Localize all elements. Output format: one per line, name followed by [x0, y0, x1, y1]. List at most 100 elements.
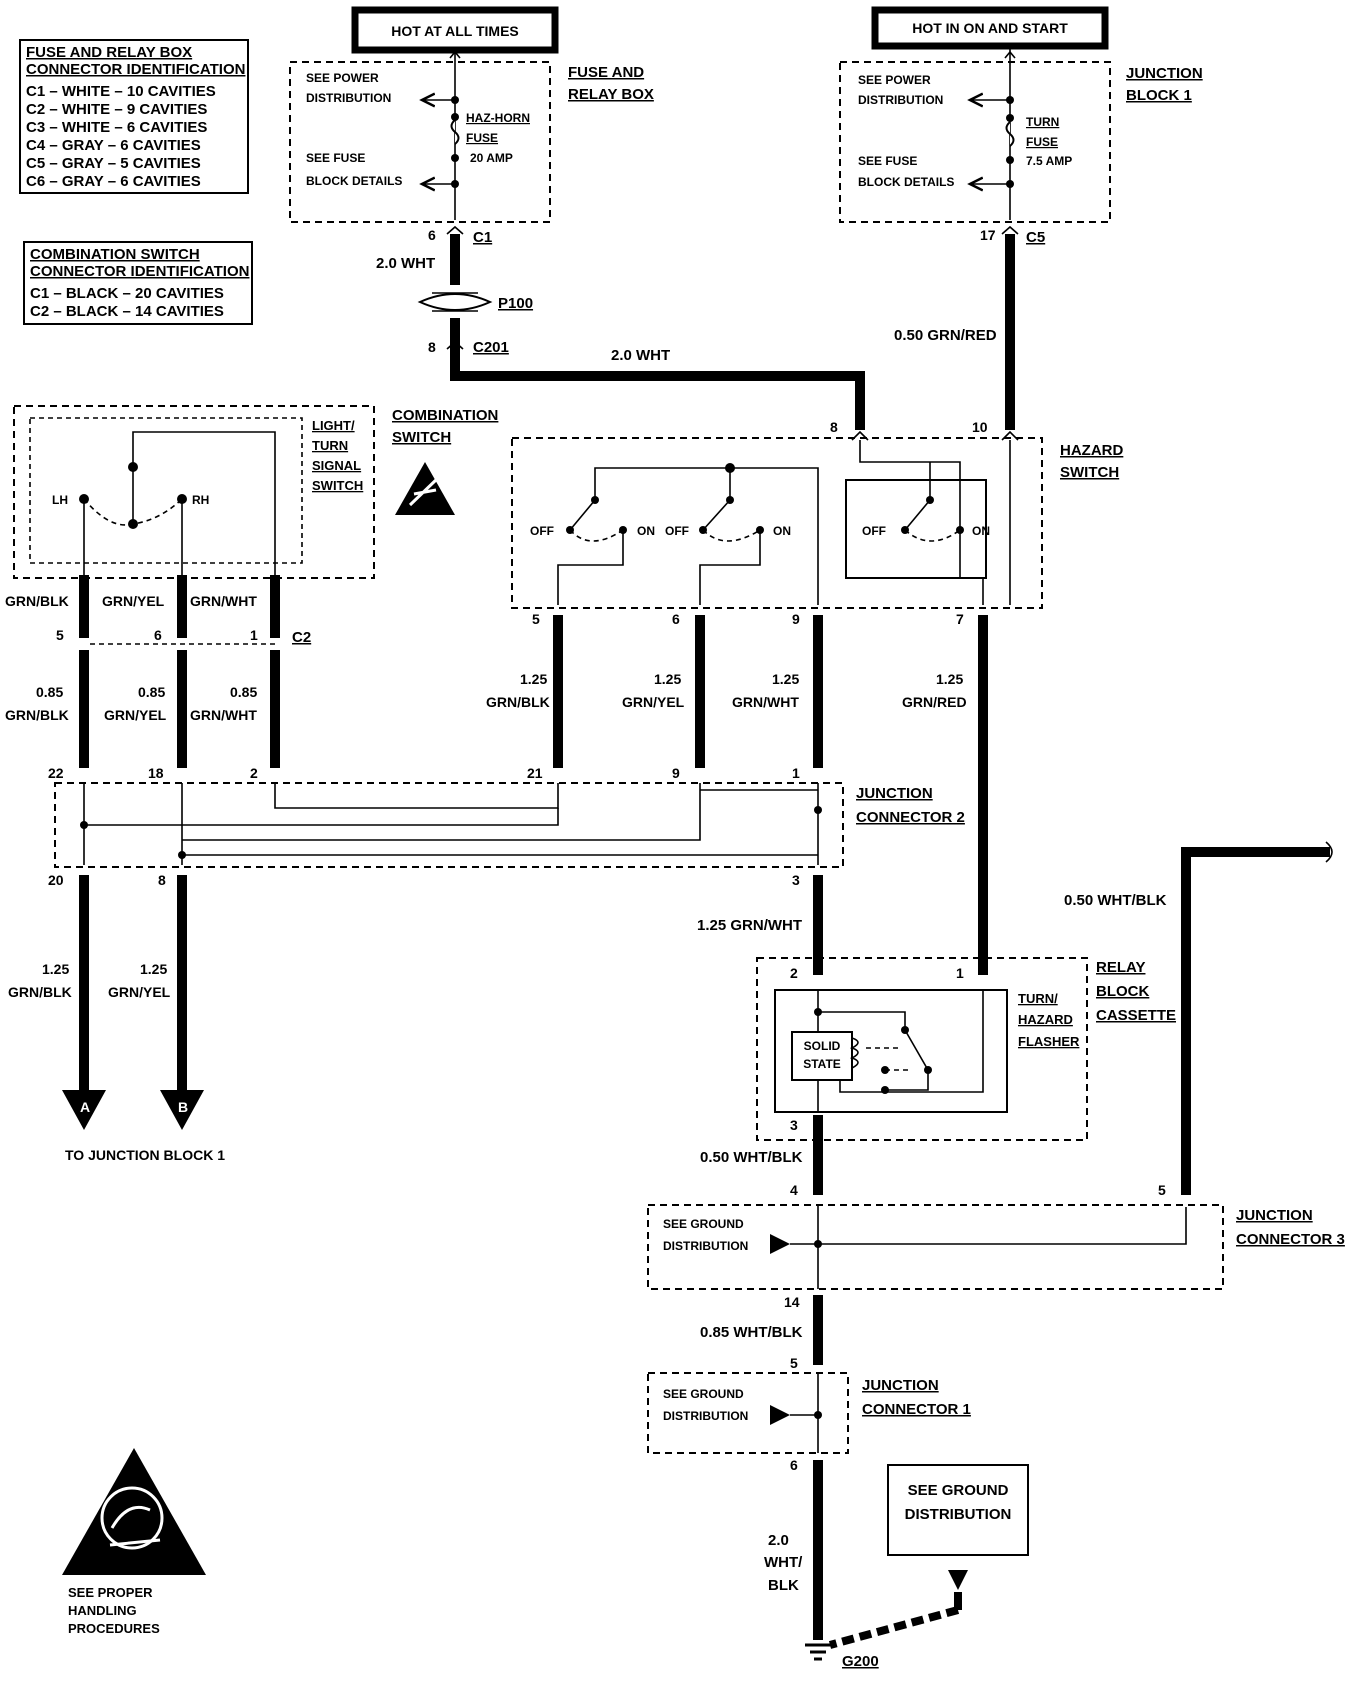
hazard-title: HAZARD — [1060, 442, 1123, 459]
jc3-title-2: CONNECTOR 3 — [1236, 1231, 1345, 1248]
jb1-see-fuse-2: BLOCK DETAILS — [858, 175, 954, 189]
jc3-pin: 5 — [1158, 1182, 1166, 1198]
relay-title: RELAY — [1096, 959, 1145, 976]
wire-label-relay-out: 0.50 WHT/BLK — [700, 1149, 803, 1166]
turn-text: TURN — [312, 438, 348, 453]
comb-color: GRN/WHT — [190, 707, 257, 723]
handling-text-2: HANDLING — [68, 1603, 137, 1618]
comb-title: COMBINATION — [392, 407, 498, 424]
haz-horn-fuse-label: HAZ-HORN — [466, 111, 530, 125]
hazard-pin-top: 10 — [972, 419, 988, 435]
off-label: OFF — [862, 524, 886, 538]
jc1-pin: 5 — [790, 1355, 798, 1371]
jb1-see-power-2: DISTRIBUTION — [858, 93, 943, 107]
comb-id-subtitle: CONNECTOR IDENTIFICATION — [30, 263, 249, 280]
wire-label-jc2-out: 1.25 GRN/WHT — [697, 917, 802, 934]
output-wires — [62, 875, 823, 1130]
solid-state-text-2: STATE — [803, 1057, 841, 1071]
jc2-pin-top: 22 — [48, 765, 64, 781]
jb1-see-fuse: SEE FUSE — [858, 154, 917, 168]
ground-box-text-2: DISTRIBUTION — [905, 1506, 1012, 1523]
handling-text: SEE PROPER — [68, 1585, 153, 1600]
hazard-color: GRN/YEL — [622, 694, 685, 710]
c1-pin: 6 — [428, 227, 436, 243]
see-power-text: SEE POWER — [306, 71, 379, 85]
hot-right-text: HOT IN ON AND START — [912, 20, 1068, 36]
jc1-title-2: CONNECTOR 1 — [862, 1401, 971, 1418]
comb-gauge: 0.85 — [138, 684, 165, 700]
output-gauge: 1.25 — [42, 961, 69, 977]
jc2-title-2: CONNECTOR 2 — [856, 809, 965, 826]
hazard-pin-bottom: 6 — [672, 611, 680, 627]
wire-label-ground-2: WHT/ — [764, 1554, 803, 1571]
junction-block-1: JUNCTION BLOCK 1 SEE POWER DISTRIBUTION … — [839, 46, 1203, 223]
rh-label: RH — [192, 493, 209, 507]
wire-label-jc3-out: 0.85 WHT/BLK — [700, 1324, 803, 1341]
jc2-pin-top: 9 — [672, 765, 680, 781]
handling-text-3: PROCEDURES — [68, 1621, 160, 1636]
jc2-pin-top: 18 — [148, 765, 164, 781]
jc3-pin: 4 — [790, 1182, 798, 1198]
fuse-relay-id-subtitle: CONNECTOR IDENTIFICATION — [26, 61, 245, 78]
relay-title-3: CASSETTE — [1096, 1007, 1176, 1024]
off-label: OFF — [530, 524, 554, 538]
turn-fuse-label: TURN — [1026, 115, 1059, 129]
wire-label-jc3-right: 0.50 WHT/BLK — [1064, 892, 1167, 909]
jc2-pin-top: 2 — [250, 765, 258, 781]
wire-label-ground: 2.0 — [768, 1532, 789, 1549]
output-color: GRN/YEL — [108, 984, 171, 1000]
c201-pin: 8 — [428, 339, 436, 355]
flasher-label: TURN/ — [1018, 991, 1058, 1006]
comb-wires — [79, 575, 280, 768]
fuse-and-relay-box: FUSE AND RELAY BOX SEE POWER DISTRIBUTIO… — [289, 50, 654, 223]
comb-id-row: C1 – BLACK – 20 CAVITIES — [30, 285, 224, 302]
fuse-relay-id-row: C3 – WHITE – 6 CAVITIES — [26, 119, 207, 136]
wire-2.0-wht — [450, 234, 865, 430]
hazard-gauge: 1.25 — [520, 671, 547, 687]
hazard-wires — [553, 615, 988, 975]
jb1-fuse-amp: 7.5 AMP — [1026, 154, 1072, 168]
p100-grommet: P100 — [417, 292, 533, 312]
comb-wire-top: GRN/BLK — [5, 593, 69, 609]
on-label: ON — [637, 524, 655, 538]
flasher-label-3: FLASHER — [1018, 1034, 1080, 1049]
c201-label: C201 — [473, 339, 509, 356]
hazard-gauge: 1.25 — [654, 671, 681, 687]
see-fuse-text: SEE FUSE — [306, 151, 365, 165]
hazard-pin-bottom: 9 — [792, 611, 800, 627]
esd-warning-icon — [395, 462, 455, 515]
hot-at-all-times-label: HOT AT ALL TIMES — [351, 6, 559, 54]
fuse-relay-id-row: C5 – GRAY – 5 CAVITIES — [26, 155, 201, 172]
jc3-see-ground: SEE GROUND — [663, 1217, 744, 1231]
comb-color: GRN/YEL — [104, 707, 167, 723]
fuse-relay-id-row: C2 – WHITE – 9 CAVITIES — [26, 101, 207, 118]
see-fuse-text-2: BLOCK DETAILS — [306, 174, 402, 188]
output-gauge: 1.25 — [140, 961, 167, 977]
hazard-pin-bottom: 7 — [956, 611, 964, 627]
hot-in-on-and-start-label: HOT IN ON AND START — [871, 6, 1109, 50]
hazard-color: GRN/BLK — [486, 694, 550, 710]
jb1-see-power: SEE POWER — [858, 73, 931, 87]
c5-pin: 17 — [980, 227, 996, 243]
comb-wire-top: GRN/YEL — [102, 593, 165, 609]
jb1-fuse-label: FUSE — [1026, 135, 1058, 149]
jc3-title: JUNCTION — [1236, 1207, 1313, 1224]
comb-color: GRN/BLK — [5, 707, 69, 723]
wire-label-grnred: 0.50 GRN/RED — [894, 327, 997, 344]
combination-switch: COMBINATION SWITCH LIGHT/ TURN SIGNAL SW… — [13, 405, 498, 579]
on-label: ON — [773, 524, 791, 538]
light-turn-text: LIGHT/ — [312, 418, 355, 433]
junction-connector-1: JUNCTION CONNECTOR 1 SEE GROUND DISTRIBU… — [647, 1372, 971, 1454]
hazard-gauge: 1.25 — [772, 671, 799, 687]
c1-label: C1 — [473, 229, 492, 246]
hot-left-text: HOT AT ALL TIMES — [391, 23, 519, 39]
fuse-amp-label: 20 AMP — [470, 151, 513, 165]
hazard-title-2: SWITCH — [1060, 464, 1119, 481]
comb-id-row: C2 – BLACK – 14 CAVITIES — [30, 303, 224, 320]
relay-pin: 2 — [790, 965, 798, 981]
jc3-pin: 14 — [784, 1294, 800, 1310]
junction-connector-3: JUNCTION CONNECTOR 3 SEE GROUND DISTRIBU… — [647, 1204, 1345, 1290]
c5-label: C5 — [1026, 229, 1045, 246]
see-power-text-2: DISTRIBUTION — [306, 91, 391, 105]
jc1-pin: 6 — [790, 1457, 798, 1473]
